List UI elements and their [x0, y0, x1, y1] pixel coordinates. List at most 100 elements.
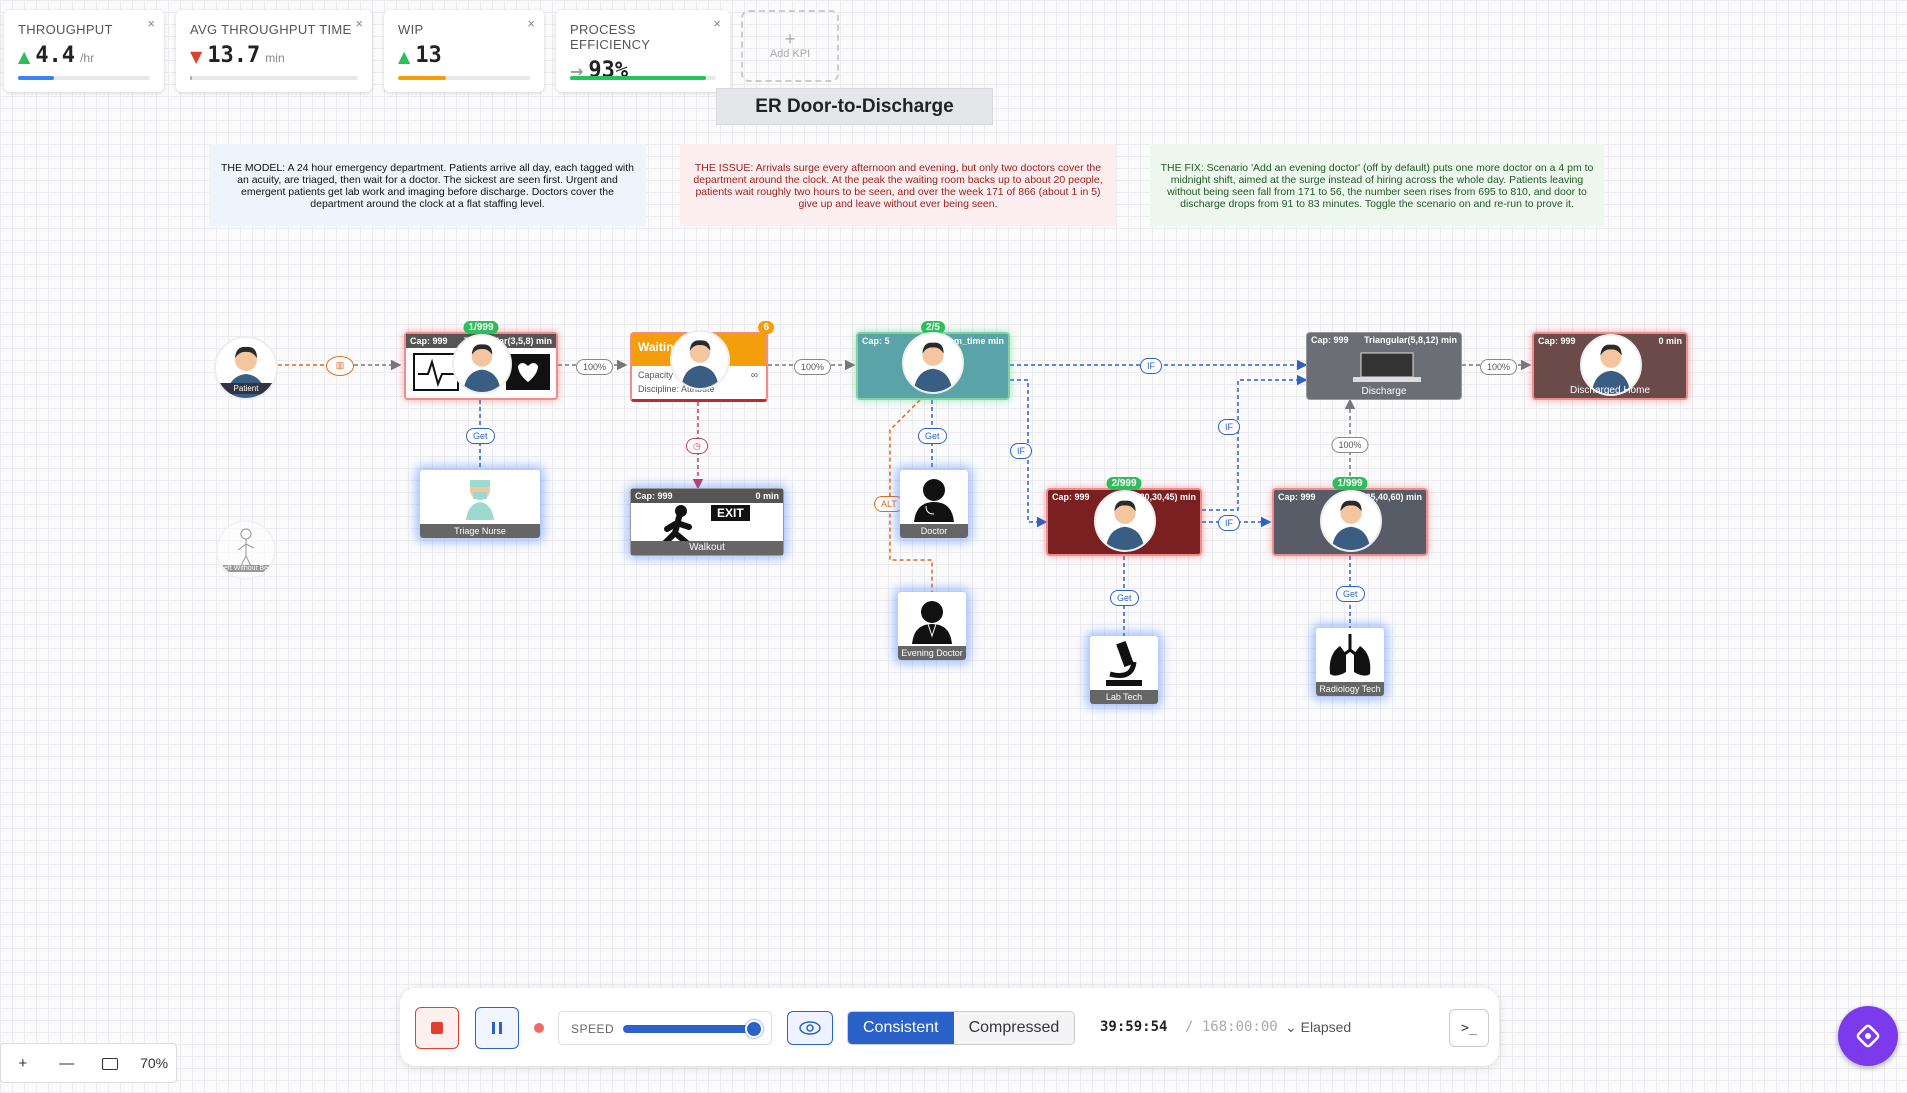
- assistant-fab-button[interactable]: [1838, 1006, 1898, 1066]
- kpi-process-efficiency[interactable]: PROCESS EFFICIENCY × →93%: [556, 10, 730, 92]
- source-chart-icon[interactable]: ▥: [326, 356, 354, 376]
- edge-get-label[interactable]: Get: [466, 428, 495, 444]
- edge-lab-discharge: [1202, 374, 1308, 511]
- mode-consistent-button[interactable]: Consistent: [848, 1012, 954, 1044]
- nurse-icon: [466, 480, 494, 520]
- activity-discharge[interactable]: Cap: 999 Triangular(5,8,12) min Discharg…: [1306, 332, 1462, 400]
- edge-if-label[interactable]: IF: [1218, 419, 1240, 435]
- kpi-throughput[interactable]: THROUGHPUT × ▲4.4/hr: [4, 10, 164, 92]
- edge-percent-label[interactable]: 100%: [1480, 359, 1518, 375]
- elapsed-dropdown[interactable]: ⌄ Elapsed: [1285, 1019, 1351, 1036]
- doctor-label: Doctor: [900, 524, 968, 538]
- doctor-visit-duration: exam_time min: [938, 336, 1004, 346]
- zoom-in-button[interactable]: +: [18, 1054, 28, 1072]
- trend-down-icon: ▼: [190, 47, 203, 66]
- discharge-duration: Triangular(5,8,12) min: [1363, 335, 1457, 345]
- zoom-level: 70%: [140, 1055, 169, 1071]
- kpi-progress-fill: [18, 76, 54, 80]
- recording-indicator: [534, 1023, 544, 1033]
- activity-triage[interactable]: 1/999 Cap: 999 Triangular(3,5,8) min: [404, 321, 558, 400]
- lungs-icon: [1329, 634, 1371, 676]
- trend-up-icon: ▲: [18, 47, 31, 66]
- close-icon[interactable]: ×: [147, 16, 155, 31]
- close-icon[interactable]: ×: [355, 16, 363, 31]
- mode-compressed-button[interactable]: Compressed: [953, 1012, 1075, 1044]
- left-without-bed-node[interactable]: Left Without Bed: [216, 520, 276, 580]
- close-icon[interactable]: ×: [713, 16, 721, 31]
- discharge-capacity: Cap: 999: [1311, 335, 1349, 345]
- exit-walkout[interactable]: Cap: 999 0 min EXIT Walkout: [630, 488, 784, 556]
- activity-doctor-visit[interactable]: 2/5 Cap: 5 exam_time min: [856, 321, 1010, 400]
- fit-view-button[interactable]: [89, 1055, 133, 1072]
- model-title[interactable]: ER Door-to-Discharge: [716, 88, 993, 125]
- fit-view-icon: [102, 1057, 119, 1070]
- lab-tech-label: Lab Tech: [1090, 690, 1158, 704]
- queue-waiting[interactable]: 6 Waiting Capacity ∞ Discipline: Attribu…: [630, 321, 774, 402]
- activity-lab-work[interactable]: 2/999 Cap: 999 Tri(20,30,45) min: [1046, 477, 1202, 556]
- lab-avatar: [1094, 490, 1156, 552]
- stop-icon: [431, 1022, 443, 1034]
- visibility-toggle-button[interactable]: [787, 1011, 833, 1045]
- exit-discharged-home[interactable]: Cap: 999 0 min Discharged Home: [1532, 332, 1688, 400]
- edge-get-label[interactable]: Get: [1110, 590, 1139, 606]
- resource-lab-tech[interactable]: Lab Tech: [1090, 636, 1158, 704]
- evening-doctor-icon: [912, 601, 952, 644]
- resource-doctor[interactable]: Doctor: [900, 470, 968, 538]
- kpi-value: 13: [415, 43, 442, 68]
- walking-person-icon: [237, 528, 255, 569]
- patient-source-node[interactable]: Patient: [214, 336, 278, 400]
- imaging-duration: Tri(25,40,60) min: [1351, 492, 1422, 502]
- exit-sign: EXIT: [711, 505, 750, 521]
- elapsed-dropdown-label: Elapsed: [1300, 1019, 1352, 1035]
- lab-utilization-badge: 2/999: [1106, 477, 1142, 490]
- edge-if-label[interactable]: IF: [1140, 358, 1162, 374]
- plus-icon: +: [784, 29, 796, 49]
- chevron-down-icon: ⌄: [1285, 1019, 1301, 1035]
- imaging-avatar: [1320, 490, 1382, 552]
- edge-percent-label[interactable]: 100%: [794, 359, 832, 375]
- kpi-value: 13.7: [207, 43, 261, 68]
- add-kpi-button[interactable]: + Add KPI: [741, 10, 839, 82]
- edge-if-label[interactable]: IF: [1010, 443, 1032, 459]
- doctor-icon: [914, 479, 954, 522]
- edge-percent-label[interactable]: 100%: [576, 359, 614, 375]
- activity-imaging[interactable]: 1/999 Cap: 999 Tri(25,40,60) min: [1272, 477, 1428, 556]
- resource-radiology-tech[interactable]: Radiology Tech: [1316, 628, 1384, 696]
- edge-get-label[interactable]: Get: [918, 428, 947, 444]
- kpi-label: WIP: [398, 22, 424, 37]
- edge-if-label[interactable]: IF: [1218, 515, 1240, 531]
- speed-label: SPEED: [571, 1022, 615, 1036]
- kpi-progress-fill: [398, 76, 446, 80]
- note-fix[interactable]: THE FIX: Scenario 'Add an evening doctor…: [1150, 144, 1604, 226]
- imaging-capacity: Cap: 999: [1278, 492, 1316, 502]
- zoom-out-button[interactable]: —: [59, 1054, 75, 1072]
- terminal-button[interactable]: >_: [1449, 1009, 1489, 1047]
- close-icon[interactable]: ×: [527, 16, 535, 31]
- resource-evening-doctor[interactable]: Evening Doctor: [898, 592, 966, 660]
- note-model[interactable]: THE MODEL: A 24 hour emergency departmen…: [209, 144, 646, 226]
- lab-duration: Tri(20,30,45) min: [1125, 492, 1196, 502]
- total-time: / 168:00:00: [1185, 1019, 1278, 1035]
- edge-percent-label[interactable]: 100%: [1331, 437, 1369, 453]
- pause-button[interactable]: [475, 1007, 519, 1049]
- kpi-progress-bar: [398, 76, 530, 80]
- resource-triage-nurse[interactable]: Triage Nurse: [420, 470, 540, 538]
- speed-slider-handle[interactable]: [745, 1020, 763, 1038]
- speed-slider[interactable]: [623, 1020, 763, 1038]
- edge-get-label[interactable]: Get: [1336, 586, 1365, 602]
- triage-utilization-badge: 1/999: [463, 321, 499, 334]
- stop-button[interactable]: [415, 1007, 459, 1049]
- terminal-icon: >_: [1461, 1020, 1477, 1036]
- evening-doctor-label: Evening Doctor: [898, 646, 966, 660]
- doctor-visit-avatar: [902, 332, 964, 394]
- walkout-label: Walkout: [631, 541, 783, 555]
- kpi-wip[interactable]: WIP × ▲13: [384, 10, 544, 92]
- laptop-icon: [1353, 352, 1421, 382]
- triage-nurse-label: Triage Nurse: [420, 524, 540, 538]
- zoom-controls: + — 70%: [0, 1043, 177, 1083]
- note-issue[interactable]: THE ISSUE: Arrivals surge every afternoo…: [680, 144, 1116, 226]
- timer-icon[interactable]: ◷: [686, 438, 708, 454]
- add-kpi-label: Add KPI: [769, 48, 811, 60]
